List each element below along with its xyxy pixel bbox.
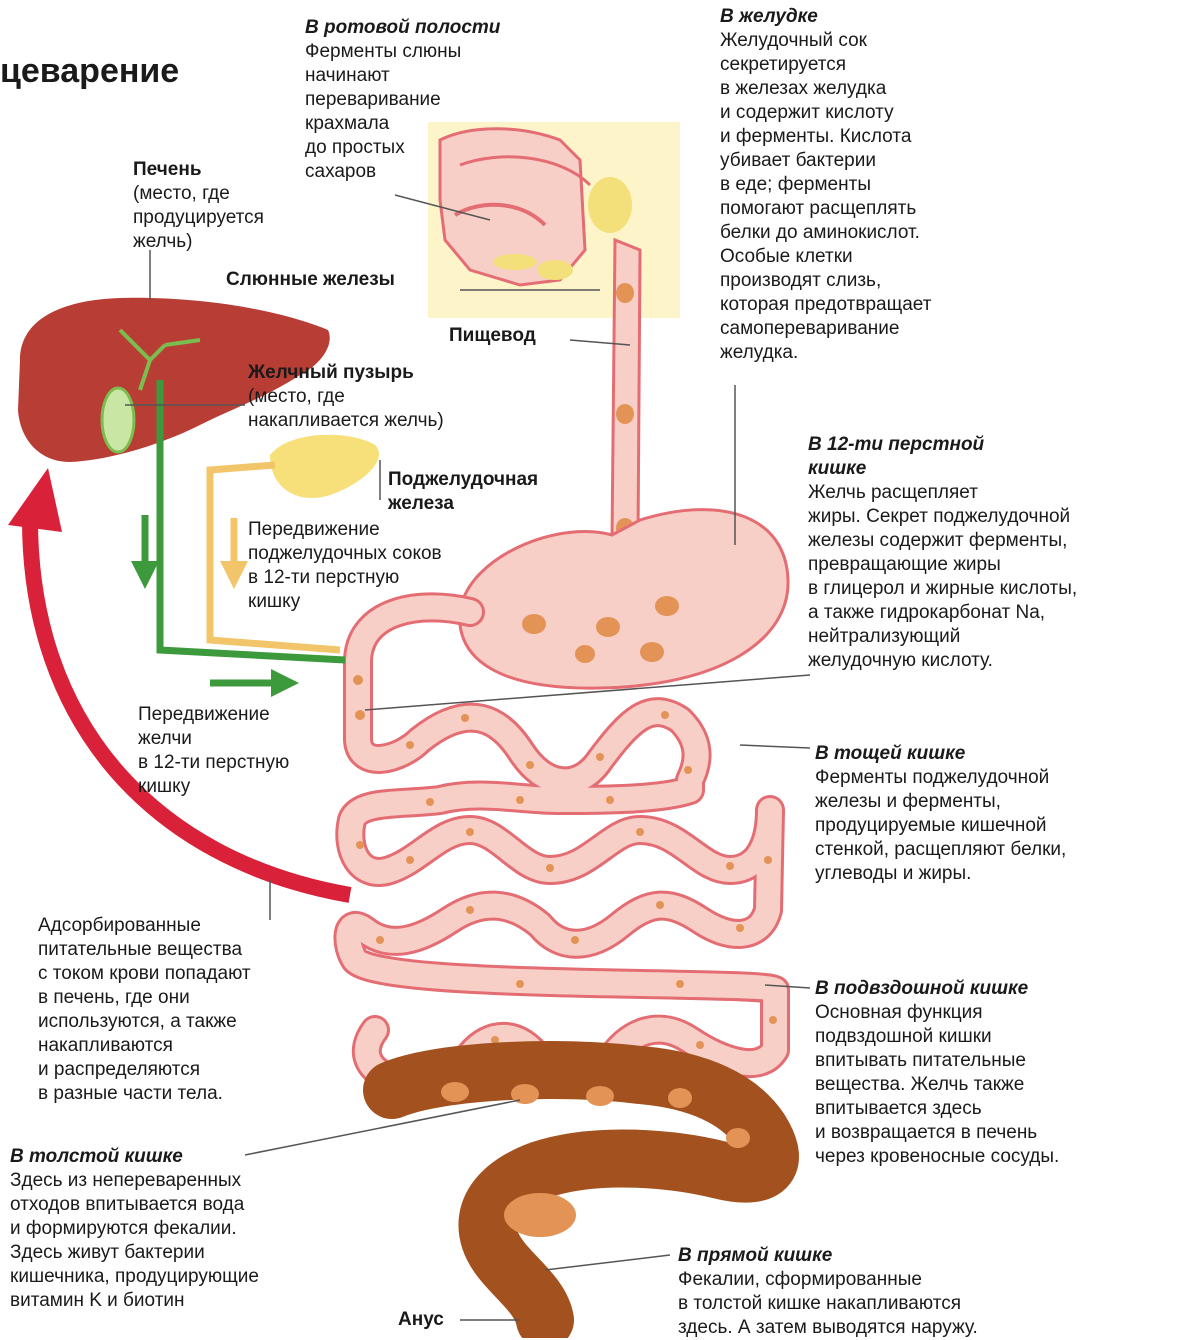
pancreas-label: Поджелудочная железа <box>388 468 538 516</box>
rectum-text: Фекалии, сформированные в толстой кишке … <box>678 1268 978 1340</box>
stomach-spot <box>575 645 595 663</box>
bolus-1 <box>616 283 634 303</box>
stomach-spot <box>655 596 679 616</box>
ileum-label: В подвздошной кишке Основная функция под… <box>815 977 1059 1169</box>
salivary-gland-submandibular <box>537 260 573 280</box>
blood-return-arrowhead <box>8 468 62 532</box>
gallbladder-label: Желчный пузырь (место, где накапливается… <box>248 361 444 433</box>
bolus-2 <box>616 404 634 424</box>
pancreatic-flow-text: Передвижение поджелудочных соков в 12-ти… <box>248 518 442 614</box>
mouth-label: В ротовой полости Ферменты слюны начинаю… <box>305 16 500 184</box>
esophagus-label: Пищевод <box>449 324 536 348</box>
pancreas <box>270 435 379 498</box>
salivary-label: Слюнные железы <box>226 268 395 292</box>
jejunum-text: Ферменты поджелудочной железы и ферменты… <box>815 766 1066 886</box>
salivary-heading: Слюнные железы <box>226 268 395 292</box>
anus-heading: Анус <box>398 1308 444 1332</box>
rectum-label: В прямой кишке Фекалии, сформированные в… <box>678 1244 978 1340</box>
salivary-gland-sublingual <box>493 254 537 270</box>
stomach-label: В желудке Желудочный сок секретируется в… <box>720 5 931 365</box>
rectum-heading: В прямой кишке <box>678 1244 978 1268</box>
ileum-text: Основная функция подвздошной кишки впиты… <box>815 1001 1059 1169</box>
bile-flow-text: Передвижение желчи в 12-ти перстную кишк… <box>138 703 289 799</box>
colon-label: В толстой кишке Здесь из непереваренных … <box>10 1145 259 1313</box>
absorbed-label: Адсорбированные питательные вещества с т… <box>38 914 251 1106</box>
colon-text: Здесь из непереваренных отходов впитывае… <box>10 1169 259 1313</box>
mouth-text: Ферменты слюны начинают переваривание кр… <box>305 40 500 184</box>
duodenum-heading: В 12-ти перстной кишке <box>808 433 1077 481</box>
stomach <box>460 510 788 689</box>
ileum-heading: В подвздошной кишке <box>815 977 1059 1001</box>
duodenum-text: Желчь расщепляет жиры. Секрет поджелудоч… <box>808 481 1077 673</box>
pancreas-heading: Поджелудочная железа <box>388 468 538 516</box>
stomach-spot <box>596 617 620 637</box>
colon-heading: В толстой кишке <box>10 1145 259 1169</box>
stomach-heading: В желудке <box>720 5 931 29</box>
pancreatic-flow-label: Передвижение поджелудочных соков в 12-ти… <box>248 518 442 614</box>
bile-flow-label: Передвижение желчи в 12-ти перстную кишк… <box>138 703 289 799</box>
duodenum-label: В 12-ти перстной кишке Желчь расщепляет … <box>808 433 1077 673</box>
stomach-text: Желудочный сок секретируется в железах ж… <box>720 29 931 365</box>
stomach-spot <box>522 614 546 634</box>
jejunum-heading: В тощей кишке <box>815 742 1066 766</box>
esophagus-heading: Пищевод <box>449 324 536 348</box>
gallbladder-text: (место, где накапливается желчь) <box>248 385 444 433</box>
gallbladder <box>102 388 134 452</box>
jejunum-label: В тощей кишке Ферменты поджелудочной жел… <box>815 742 1066 886</box>
salivary-gland-parotid <box>588 177 632 233</box>
gallbladder-heading: Желчный пузырь <box>248 361 444 385</box>
absorbed-text: Адсорбированные питательные вещества с т… <box>38 914 251 1106</box>
liver-text: (место, где продуцируется желчь) <box>133 182 264 254</box>
mouth-heading: В ротовой полости <box>305 16 500 40</box>
page-title: цеварение <box>0 52 179 91</box>
anus-label: Анус <box>398 1308 444 1332</box>
liver-label: Печень (место, где продуцируется желчь) <box>133 158 264 254</box>
liver-heading: Печень <box>133 158 264 182</box>
stomach-spot <box>640 642 664 662</box>
rectum <box>520 1285 550 1327</box>
